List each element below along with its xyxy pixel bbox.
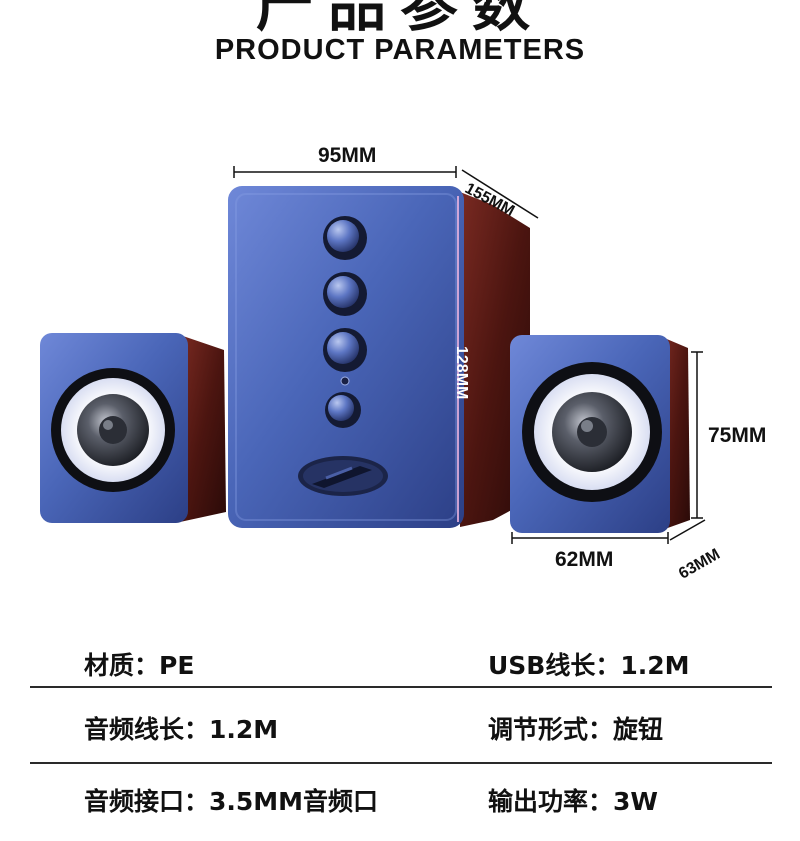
knob-bass <box>323 328 367 372</box>
subwoofer <box>228 186 530 528</box>
spec-audio-port: 音频接口：3.5MM音频口 <box>84 787 379 816</box>
dimension-lines <box>233 166 706 544</box>
spec-control-type: 调节形式：旋钮 <box>488 715 664 744</box>
spec-audio-cable-length: 音频线长：1.2M <box>84 715 279 744</box>
right-satellite-speaker <box>510 335 690 533</box>
spec-output-power: 输出功率：3W <box>488 787 658 816</box>
spec-divider <box>30 686 772 688</box>
left-satellite-speaker <box>40 333 226 523</box>
speaker-set-illustration <box>40 166 706 544</box>
knob-volume <box>323 216 367 260</box>
power-led <box>340 376 350 386</box>
page-title-en: PRODUCT PARAMETERS <box>214 34 586 66</box>
dim-sub-height: 128MM <box>453 346 470 400</box>
spec-usb-length: USB线长：1.2M <box>488 651 690 680</box>
spec-row: 音频接口：3.5MM音频口 输出功率：3W <box>0 764 800 841</box>
spec-material: 材质：PE <box>84 651 195 680</box>
spec-row: 材质：PE USB线长：1.2M <box>0 628 800 705</box>
knob-treble <box>323 272 367 316</box>
spec-divider <box>30 762 772 764</box>
bass-port <box>298 456 388 496</box>
dim-sat-width: 62MM <box>555 548 614 571</box>
spec-row: 音频线长：1.2M 调节形式：旋钮 <box>0 692 800 769</box>
dim-sub-width: 95MM <box>318 144 377 167</box>
page-title-cn: 产品参数 <box>255 0 544 39</box>
dim-sat-height: 75MM <box>708 424 767 447</box>
knob-power <box>325 392 361 428</box>
